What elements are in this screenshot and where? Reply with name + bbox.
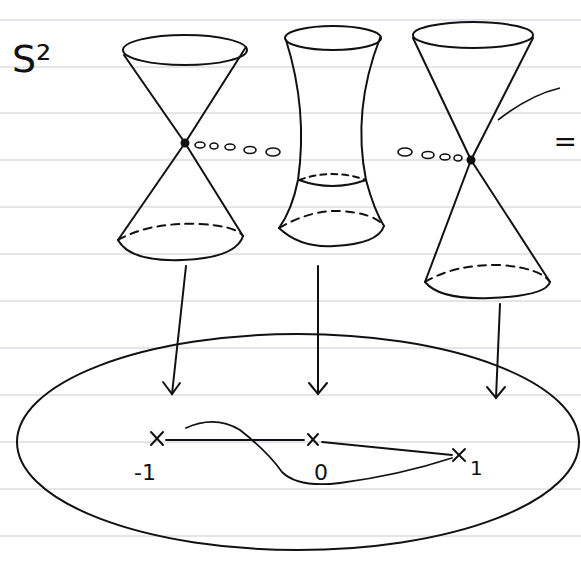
base-disc <box>17 334 579 550</box>
point-label: -1 <box>134 462 156 484</box>
projection-arrows <box>163 266 505 398</box>
leader-line <box>498 88 560 120</box>
point-label: 0 <box>314 462 328 484</box>
paths <box>166 422 452 484</box>
ruled-lines <box>0 20 581 536</box>
point-label: 1 <box>470 458 483 478</box>
space-name: S² <box>12 40 51 78</box>
fibres <box>118 22 550 298</box>
equals-sign: = <box>554 128 577 156</box>
vanishing-circles <box>195 142 462 161</box>
critical-points <box>151 432 465 461</box>
